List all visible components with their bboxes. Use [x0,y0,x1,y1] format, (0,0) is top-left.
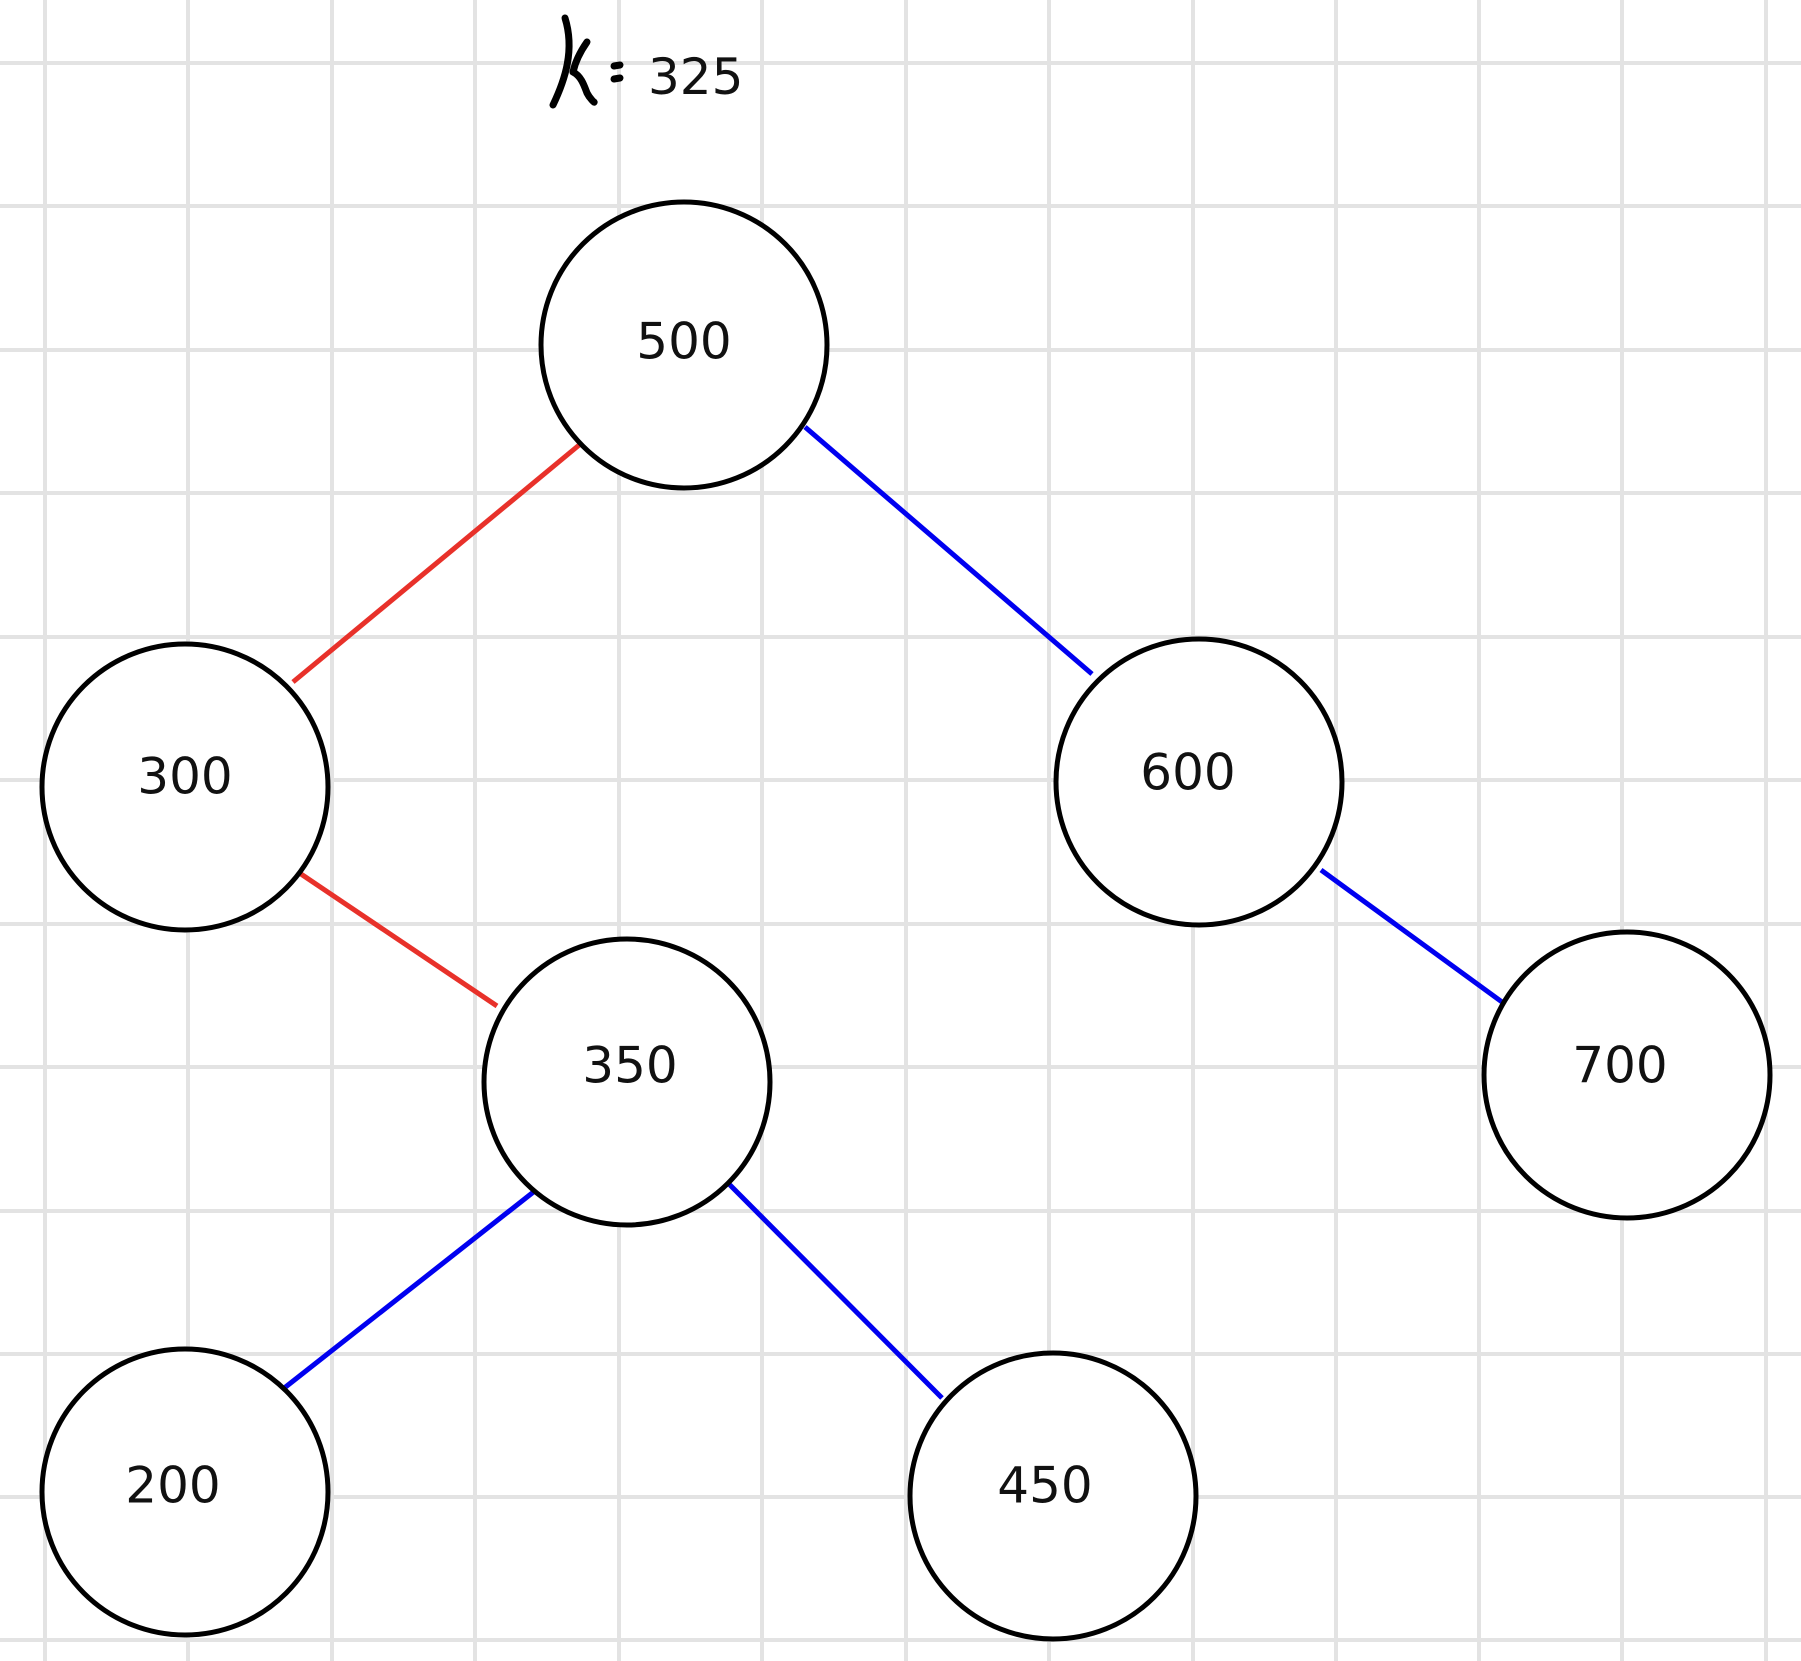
tree-node-500: 500 [538,199,830,491]
node-circle [907,1350,1199,1642]
edges [281,425,1504,1400]
node-circle [538,199,830,491]
k-value: 325 [648,48,743,106]
edge-500-300 [291,439,586,684]
k-handwritten-label [549,14,624,109]
node-circle [1481,929,1773,1221]
node-label: 450 [997,1457,1092,1515]
node-label: 600 [1140,744,1235,802]
tree-node-350: 350 [481,936,773,1228]
node-label: 300 [137,748,232,806]
edge-350-450 [726,1181,944,1400]
tree-node-300: 300 [39,641,331,933]
tree-node-600: 600 [1053,636,1345,928]
node-label: 200 [125,1457,220,1515]
edge-500-600 [803,425,1094,676]
node-label: 500 [636,313,731,371]
node-label: 350 [582,1037,677,1095]
tree-node-700: 700 [1481,929,1773,1221]
edge-600-700 [1319,867,1504,1005]
edge-350-200 [281,1188,538,1391]
node-circle [39,1346,331,1638]
node-circle [39,641,331,933]
tree-node-450: 450 [907,1350,1199,1642]
node-circle [1053,636,1345,928]
edge-300-350 [296,869,499,1009]
node-label: 700 [1572,1037,1667,1095]
tree-node-200: 200 [39,1346,331,1638]
node-circle [481,936,773,1228]
